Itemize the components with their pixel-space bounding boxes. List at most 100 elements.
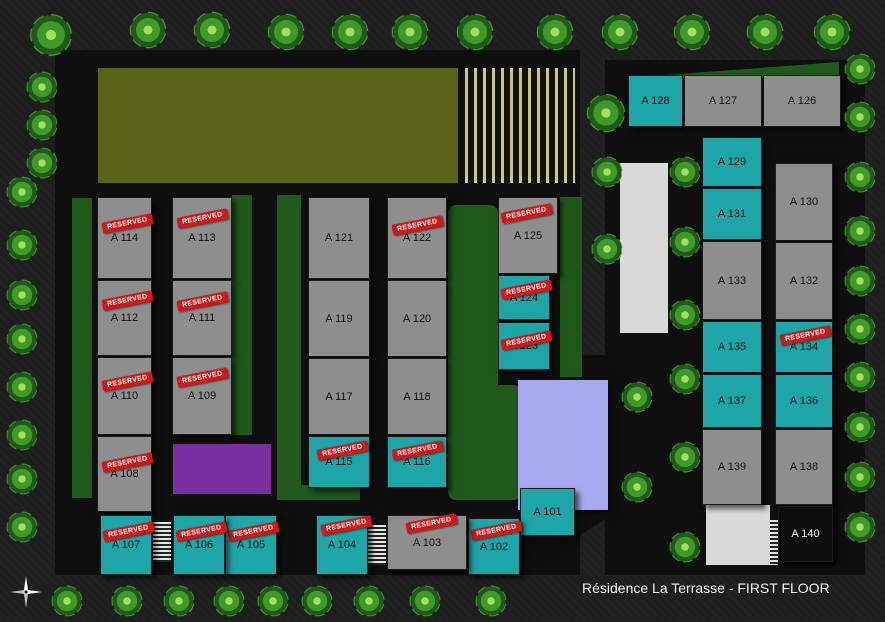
- unit-a118[interactable]: A 118: [387, 358, 447, 435]
- reserved-tag: RESERVED: [470, 520, 523, 541]
- unit-a119[interactable]: A 119: [308, 280, 370, 357]
- palm-tree-icon: [266, 12, 306, 52]
- unit-a121[interactable]: A 121: [308, 197, 370, 279]
- unit-label: A 131: [717, 208, 747, 220]
- palm-tree-icon: [843, 264, 877, 298]
- lawn-area: [98, 68, 458, 183]
- unit-label: A 119: [325, 312, 353, 325]
- reserved-tag: RESERVED: [391, 215, 444, 236]
- unit-a120[interactable]: A 120: [387, 280, 447, 357]
- palm-tree-icon: [620, 380, 654, 414]
- unit-a123[interactable]: A 123RESERVED: [498, 322, 553, 370]
- palm-tree-icon: [535, 12, 575, 52]
- unit-a136[interactable]: A 136: [775, 374, 833, 428]
- stairs-icon: [770, 520, 778, 565]
- unit-label: A 101: [533, 506, 562, 518]
- unit-label: A 117: [325, 390, 353, 403]
- unit-a140[interactable]: A 140: [778, 506, 833, 562]
- reserved-tag: RESERVED: [175, 521, 228, 542]
- palm-tree-icon: [408, 584, 442, 618]
- compass-rose-icon: [10, 576, 42, 608]
- hedge: [560, 197, 582, 377]
- palm-tree-icon: [745, 12, 785, 52]
- reserved-tag: RESERVED: [405, 513, 458, 534]
- unit-a131[interactable]: A 131: [702, 188, 762, 240]
- palm-tree-icon: [843, 460, 877, 494]
- palm-tree-icon: [300, 584, 334, 618]
- unit-label: A 111: [188, 312, 216, 324]
- unit-a139[interactable]: A 139: [702, 429, 762, 505]
- unit-label: A 129: [717, 156, 747, 168]
- palm-tree-icon: [843, 410, 877, 444]
- palm-tree-icon: [5, 510, 39, 544]
- unit-a133[interactable]: A 133: [702, 241, 762, 320]
- unit-a117[interactable]: A 117: [308, 358, 370, 435]
- stairs-icon: [368, 525, 386, 565]
- unit-label: A 105: [236, 539, 266, 551]
- unit-a138[interactable]: A 138: [775, 429, 833, 505]
- palm-tree-icon: [590, 155, 624, 189]
- palm-tree-icon: [212, 584, 246, 618]
- palm-tree-icon: [585, 92, 627, 134]
- palm-tree-icon: [843, 160, 877, 194]
- palm-tree-icon: [668, 440, 702, 474]
- palm-tree-icon: [474, 584, 508, 618]
- unit-label: A 102: [479, 540, 509, 553]
- reserved-tag: RESERVED: [101, 290, 154, 311]
- unit-a130[interactable]: A 130: [775, 163, 833, 241]
- reserved-tag: RESERVED: [101, 213, 154, 234]
- palm-tree-icon: [390, 12, 430, 52]
- unit-label: A 110: [110, 390, 139, 402]
- palm-tree-icon: [843, 312, 877, 346]
- white-zone: [706, 505, 770, 565]
- unit-label: A 104: [327, 539, 357, 551]
- palm-tree-icon: [812, 12, 852, 52]
- palm-tree-icon: [352, 584, 386, 618]
- unit-label: A 122: [402, 232, 432, 244]
- palm-tree-icon: [5, 278, 39, 312]
- unit-a135[interactable]: A 135: [702, 321, 762, 373]
- unit-a128[interactable]: A 128: [628, 75, 683, 127]
- palm-tree-icon: [843, 52, 877, 86]
- unit-label: A 106: [184, 539, 214, 551]
- unit-label: A 107: [111, 539, 141, 551]
- reserved-tag: RESERVED: [500, 203, 553, 224]
- reserved-tag: RESERVED: [101, 452, 154, 473]
- unit-a101[interactable]: A 101: [520, 488, 575, 536]
- unit-a103[interactable]: A 103 RESERVED: [387, 513, 467, 570]
- unit-label: A 132: [789, 275, 819, 287]
- unit-a137[interactable]: A 137: [702, 374, 762, 428]
- palm-tree-icon: [668, 225, 702, 259]
- unit-a126[interactable]: A 126: [763, 75, 841, 127]
- reserved-tag: RESERVED: [227, 521, 280, 542]
- unit-label: A 130: [789, 196, 819, 208]
- unit-a129[interactable]: A 129: [702, 137, 762, 187]
- palm-tree-icon: [843, 100, 877, 134]
- unit-label: A 103: [412, 536, 442, 549]
- palm-tree-icon: [5, 418, 39, 452]
- unit-a132[interactable]: A 132: [775, 242, 833, 320]
- unit-label: A 113: [188, 232, 216, 244]
- palm-tree-icon: [192, 10, 232, 50]
- palm-tree-icon: [128, 10, 168, 50]
- garden-path-area: [480, 385, 520, 500]
- unit-a127[interactable]: A 127: [684, 75, 762, 127]
